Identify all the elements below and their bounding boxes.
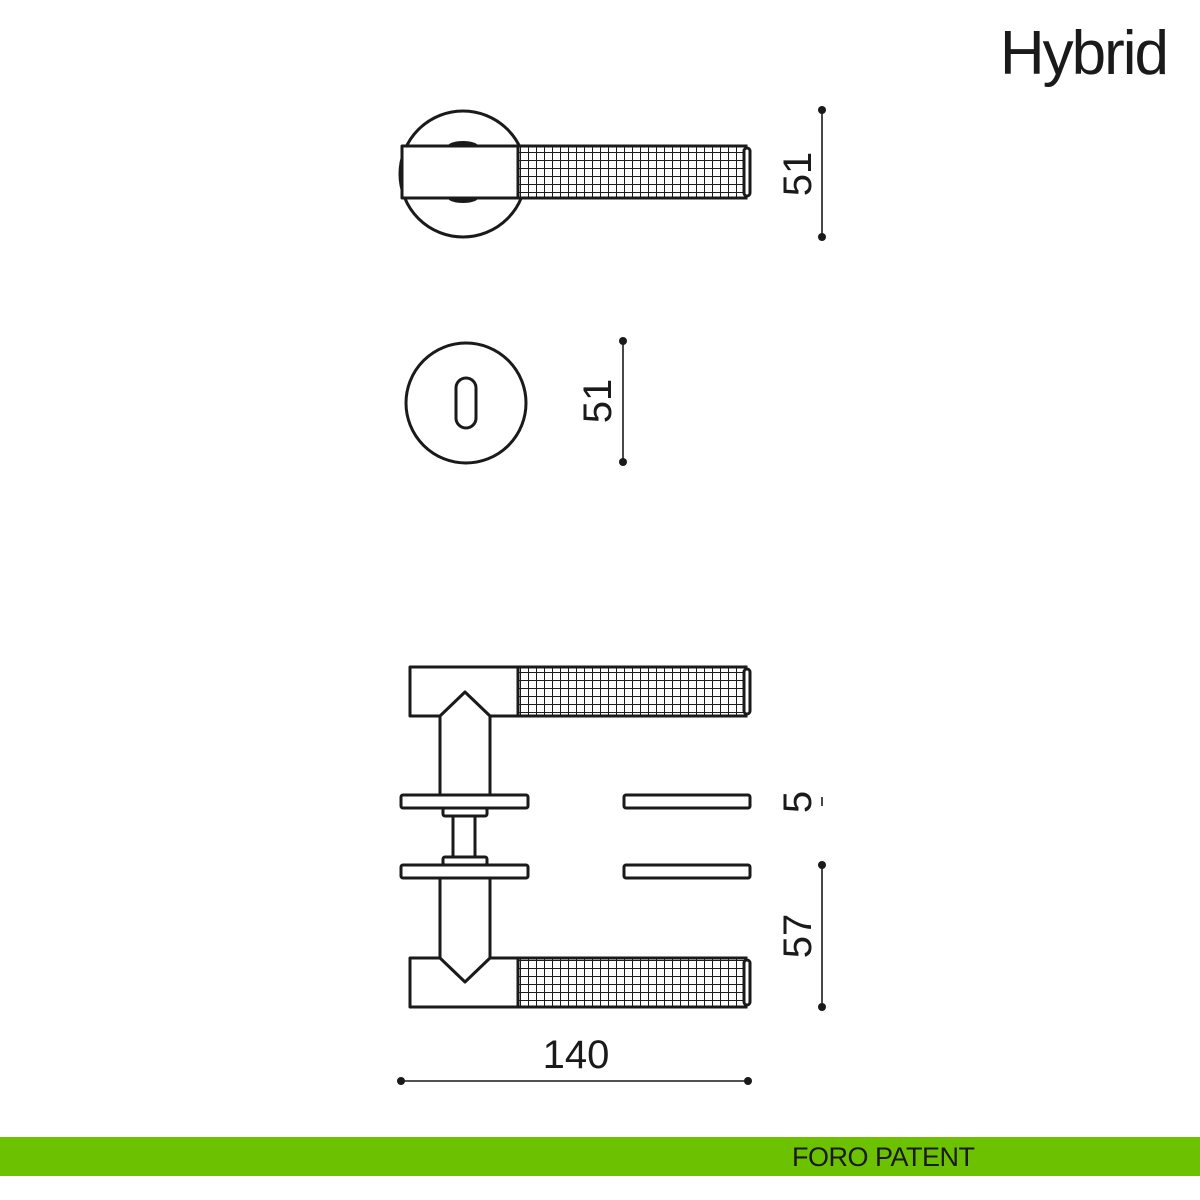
dimension-rose-thickness: 5	[776, 791, 823, 813]
footer-bar	[0, 1137, 1200, 1176]
dimension-lever-rose: 51	[776, 106, 826, 241]
lever-side-view	[399, 665, 752, 1009]
dimension-lever-length: 140	[397, 1033, 752, 1085]
dim-rose-thickness-label: 5	[776, 791, 820, 813]
product-title: Hybrid	[999, 19, 1169, 88]
dimension-escutcheon: 51	[576, 337, 627, 466]
escutcheon	[404, 341, 528, 465]
lever-top-view	[398, 109, 752, 239]
dimension-lever-height: 57	[776, 861, 826, 1011]
dim-escutcheon-label: 51	[576, 379, 620, 424]
dim-lever-rose-label: 51	[776, 152, 820, 197]
dim-lever-height-label: 57	[776, 914, 820, 959]
footer-label: FORO PATENT	[792, 1142, 975, 1172]
dim-lever-length-label: 140	[543, 1033, 610, 1077]
